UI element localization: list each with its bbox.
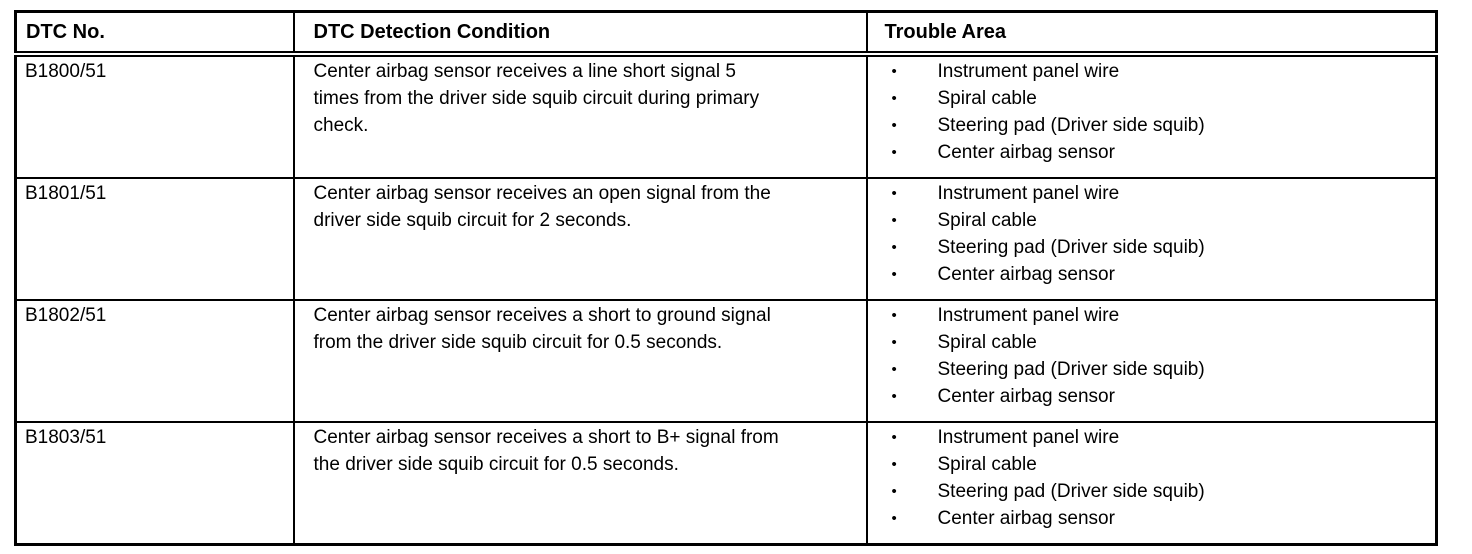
trouble-area-item-text: Instrument panel wire xyxy=(937,61,1120,82)
dtc-no-value: B1803/51 xyxy=(25,427,107,448)
detection-condition-cell: Center airbag sensor receives a line sho… xyxy=(292,53,868,179)
trouble-area-item-text: Spiral cable xyxy=(937,88,1037,109)
trouble-area-list: • Instrument panel wire • Spiral cable • Stee… xyxy=(868,424,1436,532)
bullet-icon: • xyxy=(891,212,897,229)
trouble-area-item: • Center airbag sensor xyxy=(868,261,1436,288)
table-row: B1801/51 Center airbag sensor receives an… xyxy=(14,177,1438,301)
trouble-area-list: • Instrument panel wire • Spiral cable • Stee… xyxy=(868,302,1436,410)
trouble-area-item-text: Center airbag sensor xyxy=(937,264,1115,285)
bullet-icon: • xyxy=(891,483,897,500)
bullet-icon: • xyxy=(891,510,897,527)
detection-condition-text: Center airbag sensor receives a line sho… xyxy=(313,61,760,136)
trouble-area-list: • Instrument panel wire • Spiral cable • Stee… xyxy=(868,180,1436,288)
trouble-area-item-text: Center airbag sensor xyxy=(937,508,1115,529)
trouble-area-item-text: Spiral cable xyxy=(937,454,1037,475)
trouble-area-item: • Instrument panel wire xyxy=(868,302,1436,329)
bullet-icon: • xyxy=(891,307,897,324)
detection-condition-cell: Center airbag sensor receives a short to… xyxy=(292,421,868,546)
bullet-icon: • xyxy=(891,144,897,161)
detection-condition-text: Center airbag sensor receives an open si… xyxy=(313,183,771,231)
trouble-area-cell: • Instrument panel wire • Spiral cable • Stee… xyxy=(865,53,1438,179)
trouble-area-item-text: Center airbag sensor xyxy=(937,386,1115,407)
bullet-icon: • xyxy=(891,185,897,202)
bullet-icon: • xyxy=(891,334,897,351)
detection-condition-cell: Center airbag sensor receives an open si… xyxy=(292,177,868,301)
trouble-area-item: • Spiral cable xyxy=(868,85,1436,112)
bullet-icon: • xyxy=(891,90,897,107)
trouble-area-item-text: Steering pad (Driver side squib) xyxy=(937,237,1205,258)
dtc-no-cell: B1801/51 xyxy=(14,177,295,301)
trouble-area-item: • Steering pad (Driver side squib) xyxy=(868,234,1436,261)
trouble-area-item-text: Spiral cable xyxy=(937,332,1037,353)
detection-condition-text: Center airbag sensor receives a short to… xyxy=(313,305,771,353)
bullet-icon: • xyxy=(891,63,897,80)
trouble-area-item: • Spiral cable xyxy=(868,207,1436,234)
bullet-icon: • xyxy=(891,117,897,134)
bullet-icon: • xyxy=(891,388,897,405)
dtc-no-cell: B1800/51 xyxy=(14,53,295,179)
trouble-area-list: • Instrument panel wire • Spiral cable • Stee… xyxy=(868,58,1436,166)
trouble-area-item: • Instrument panel wire xyxy=(868,180,1436,207)
dtc-no-value: B1801/51 xyxy=(25,183,107,204)
trouble-area-item: • Spiral cable xyxy=(868,329,1436,356)
trouble-area-item: • Steering pad (Driver side squib) xyxy=(868,478,1436,505)
dtc-no-cell: B1803/51 xyxy=(14,421,295,546)
trouble-area-item-text: Spiral cable xyxy=(937,210,1037,231)
trouble-area-item-text: Steering pad (Driver side squib) xyxy=(937,481,1205,502)
bullet-icon: • xyxy=(891,456,897,473)
dtc-no-value: B1802/51 xyxy=(25,305,107,326)
trouble-area-cell: • Instrument panel wire • Spiral cable • Stee… xyxy=(865,421,1438,546)
trouble-area-item-text: Instrument panel wire xyxy=(937,183,1120,204)
dtc-table-header: DTC No. DTC Detection Condition Trouble … xyxy=(14,10,1438,57)
trouble-area-item: • Steering pad (Driver side squib) xyxy=(868,112,1436,139)
header-trouble-area: Trouble Area xyxy=(865,10,1438,57)
trouble-area-item: • Center airbag sensor xyxy=(868,139,1436,166)
detection-condition-cell: Center airbag sensor receives a short to… xyxy=(292,299,868,423)
detection-condition-text: Center airbag sensor receives a short to… xyxy=(313,427,779,475)
trouble-area-item-text: Steering pad (Driver side squib) xyxy=(937,359,1205,380)
table-row: B1803/51 Center airbag sensor receives a … xyxy=(14,421,1438,546)
trouble-area-item: • Center airbag sensor xyxy=(868,505,1436,532)
dtc-table: DTC No. DTC Detection Condition Trouble … xyxy=(14,10,1438,546)
trouble-area-item: • Steering pad (Driver side squib) xyxy=(868,356,1436,383)
dtc-no-cell: B1802/51 xyxy=(14,299,295,423)
trouble-area-item: • Instrument panel wire xyxy=(868,58,1436,85)
trouble-area-item-text: Instrument panel wire xyxy=(937,427,1120,448)
bullet-icon: • xyxy=(891,429,897,446)
trouble-area-item: • Instrument panel wire xyxy=(868,424,1436,451)
dtc-no-value: B1800/51 xyxy=(25,61,107,82)
header-dtc-no: DTC No. xyxy=(14,10,295,57)
bullet-icon: • xyxy=(891,266,897,283)
table-row: B1802/51 Center airbag sensor receives a … xyxy=(14,299,1438,423)
trouble-area-cell: • Instrument panel wire • Spiral cable • Stee… xyxy=(865,177,1438,301)
trouble-area-item: • Spiral cable xyxy=(868,451,1436,478)
trouble-area-item: • Center airbag sensor xyxy=(868,383,1436,410)
bullet-icon: • xyxy=(891,361,897,378)
trouble-area-item-text: Steering pad (Driver side squib) xyxy=(937,115,1205,136)
header-detection-condition: DTC Detection Condition xyxy=(292,10,868,57)
trouble-area-item-text: Instrument panel wire xyxy=(937,305,1120,326)
table-row: B1800/51 Center airbag sensor receives a … xyxy=(14,53,1438,179)
header-row: DTC No. DTC Detection Condition Trouble … xyxy=(14,10,1438,57)
trouble-area-cell: • Instrument panel wire • Spiral cable • Stee… xyxy=(865,299,1438,423)
bullet-icon: • xyxy=(891,239,897,256)
trouble-area-item-text: Center airbag sensor xyxy=(937,142,1115,163)
